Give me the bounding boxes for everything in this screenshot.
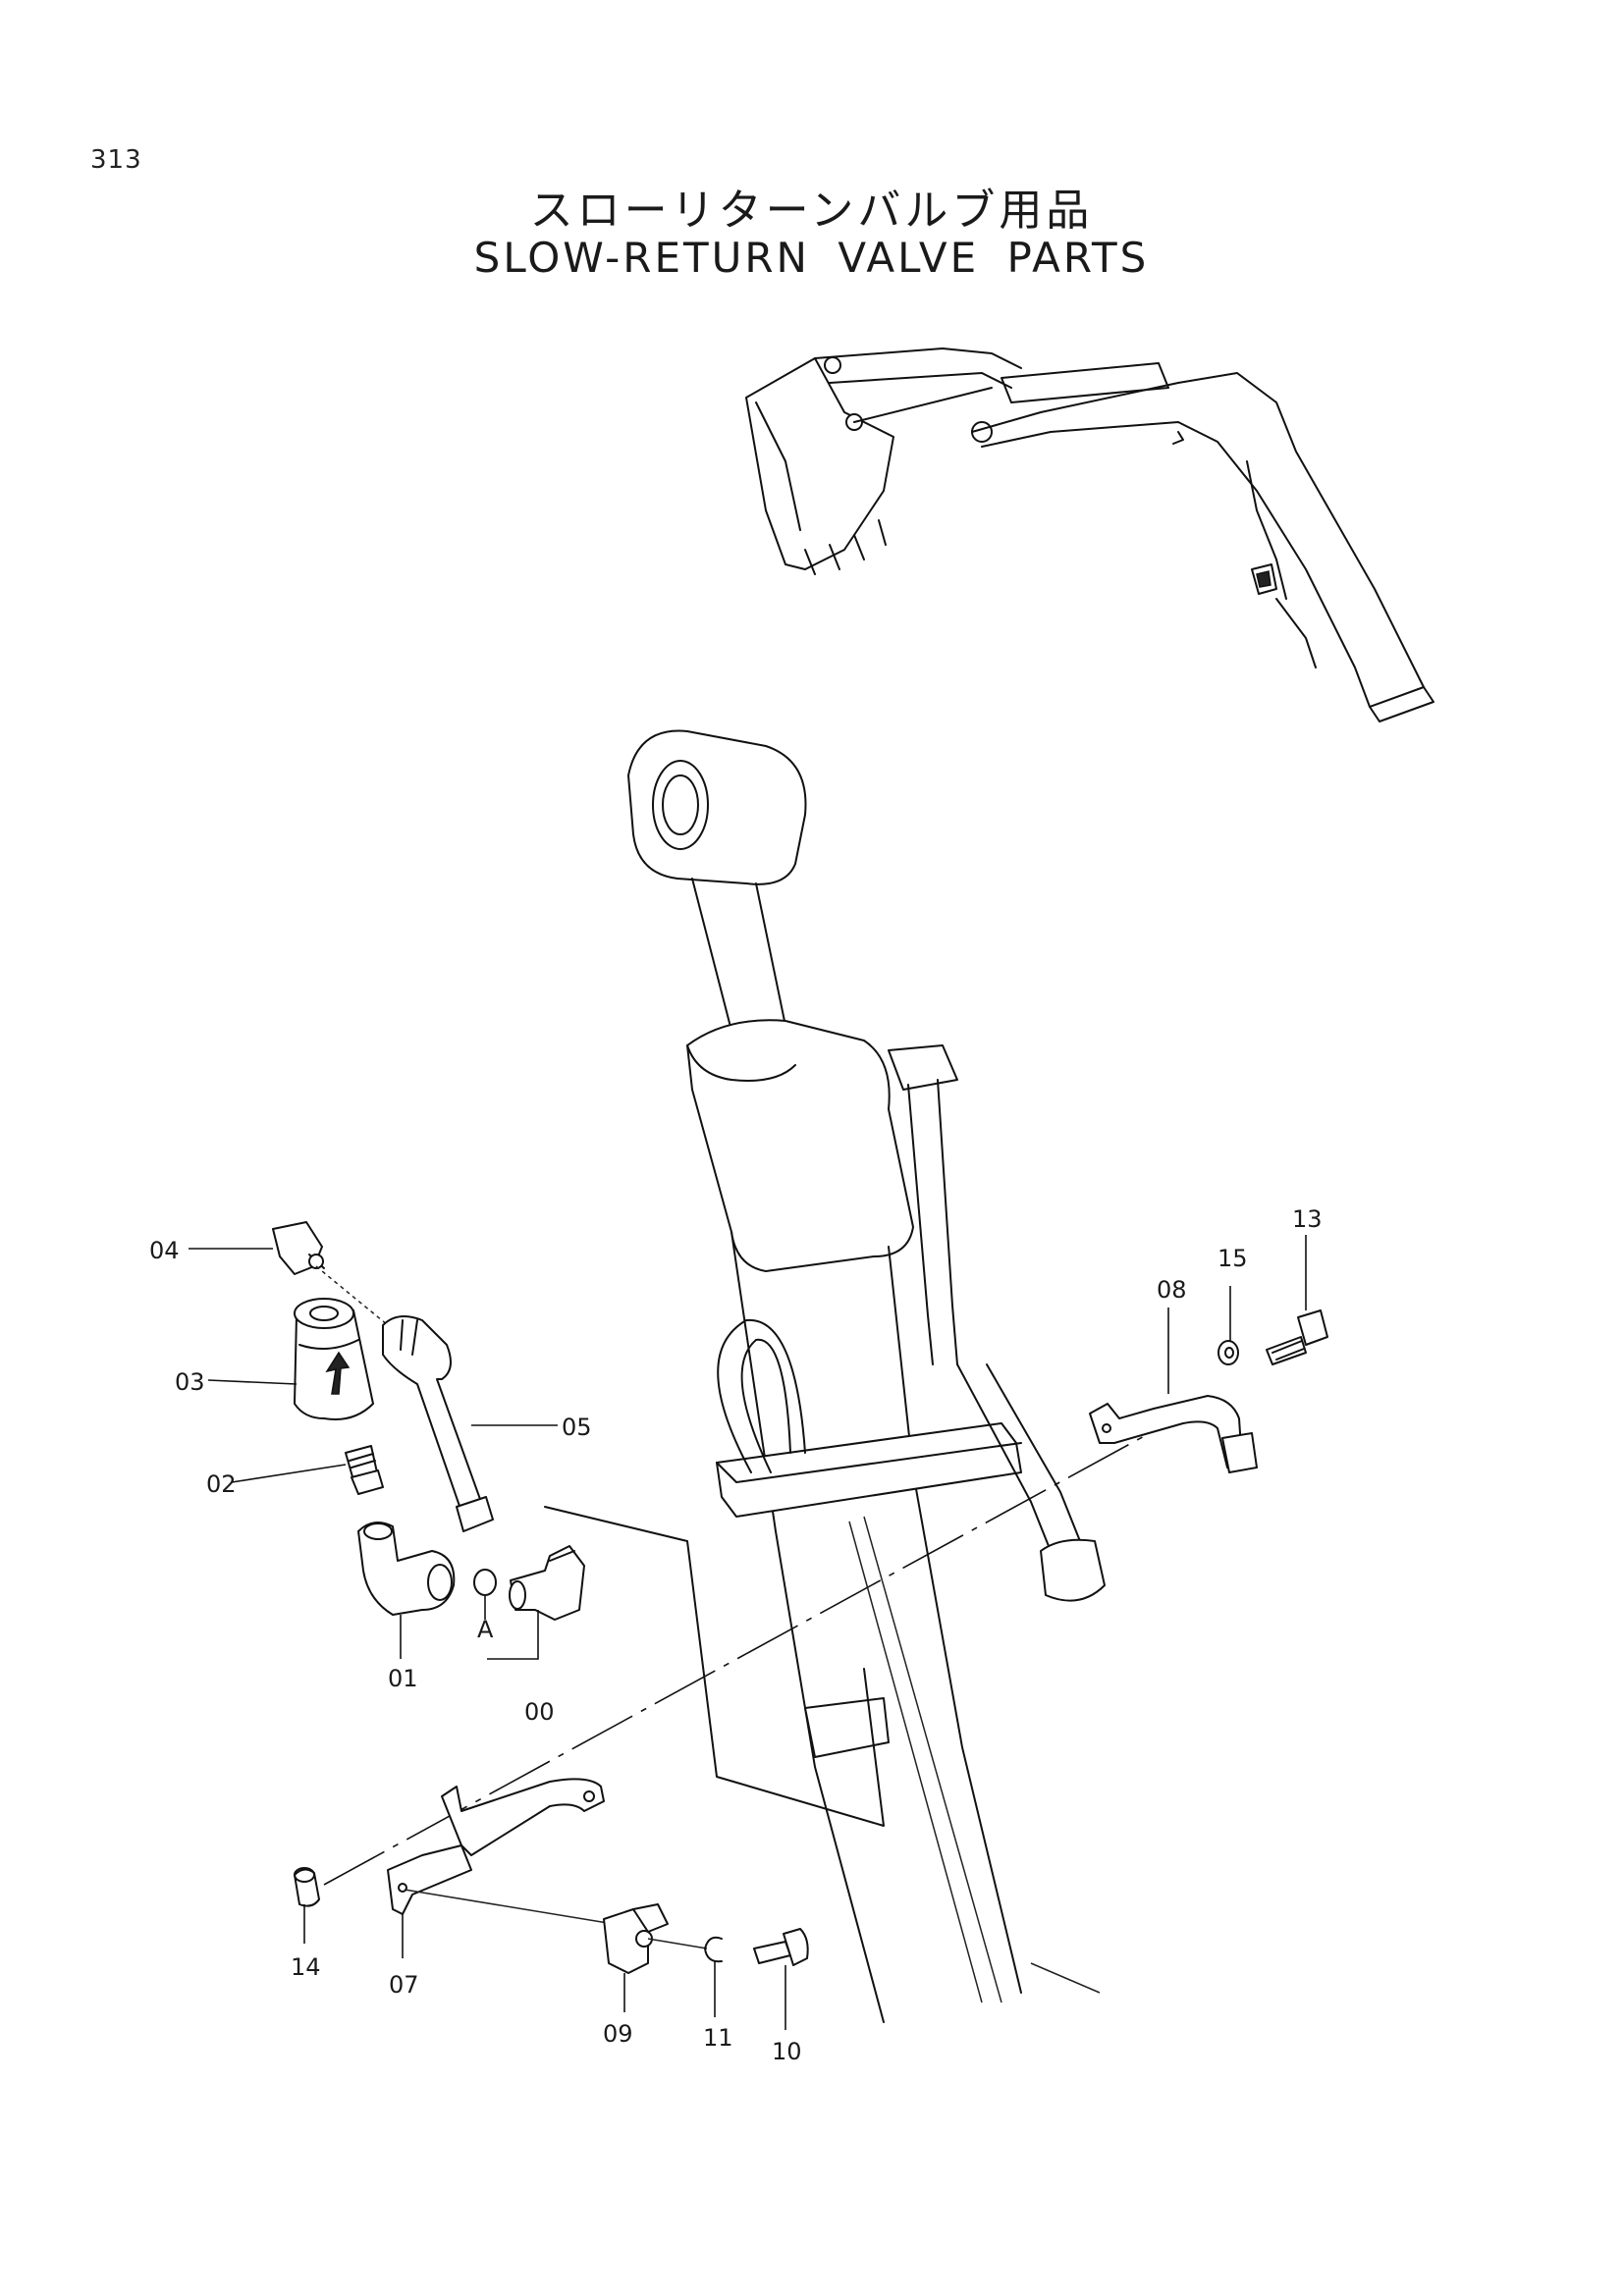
connection-line-09-11	[647, 1938, 708, 1949]
part-09-clamp-icon	[603, 1903, 669, 1974]
part-15-washer-icon	[1217, 1340, 1239, 1365]
part-07-bracket-icon	[387, 1778, 605, 1915]
connection-line-07-09	[404, 1889, 615, 1925]
part-label-15: 15	[1217, 1245, 1248, 1272]
part-labels: 04 03 05 02 01 00 08 15 13 14 07 09 11 1…	[149, 1205, 1323, 2065]
excavator-overview-illustration	[745, 347, 1434, 722]
part-10-bolt-icon	[753, 1928, 809, 1966]
part-label-09: 09	[603, 2020, 633, 2048]
part-label-05: 05	[562, 1414, 592, 1441]
oring-label-a: A	[477, 1616, 494, 1643]
part-01-elbow-icon	[357, 1522, 456, 1616]
page-title-japanese: スローリターンバルブ用品	[529, 186, 1094, 236]
part-label-07: 07	[389, 1971, 419, 1999]
part-label-00: 00	[524, 1698, 555, 1726]
part-05-pipe-icon	[382, 1315, 494, 1532]
part-label-03: 03	[175, 1368, 205, 1396]
part-label-01: 01	[388, 1665, 418, 1692]
part-14-collar-icon	[294, 1867, 320, 1907]
assembly-centerline	[323, 1427, 1160, 1886]
page-number: 313	[90, 145, 142, 175]
part-00-adapter-icon	[509, 1545, 585, 1621]
part-label-04: 04	[149, 1237, 180, 1264]
part-13-bolt-icon	[1266, 1309, 1328, 1365]
part-label-02: 02	[206, 1470, 237, 1498]
part-11-washer-icon	[704, 1936, 723, 1963]
bracket-pointer-to-cylinder	[544, 1506, 885, 1827]
part-08-bracket-icon	[1089, 1395, 1258, 1473]
oring-a-icon	[473, 1569, 497, 1596]
part-label-11: 11	[703, 2024, 733, 2052]
part-04-elbow-icon	[272, 1221, 325, 1275]
part-label-13: 13	[1292, 1205, 1323, 1233]
part-label-10: 10	[772, 2038, 802, 2065]
part-03-valve-icon	[294, 1298, 374, 1420]
part-label-14: 14	[291, 1953, 321, 1981]
page-title-english: SLOW-RETURN VALVE PARTS	[473, 234, 1150, 282]
part-label-08: 08	[1157, 1276, 1187, 1304]
leader-lines	[189, 1235, 1307, 2030]
part-02-nipple-icon	[345, 1445, 384, 1495]
boom-cylinder-illustration	[627, 729, 1106, 2023]
